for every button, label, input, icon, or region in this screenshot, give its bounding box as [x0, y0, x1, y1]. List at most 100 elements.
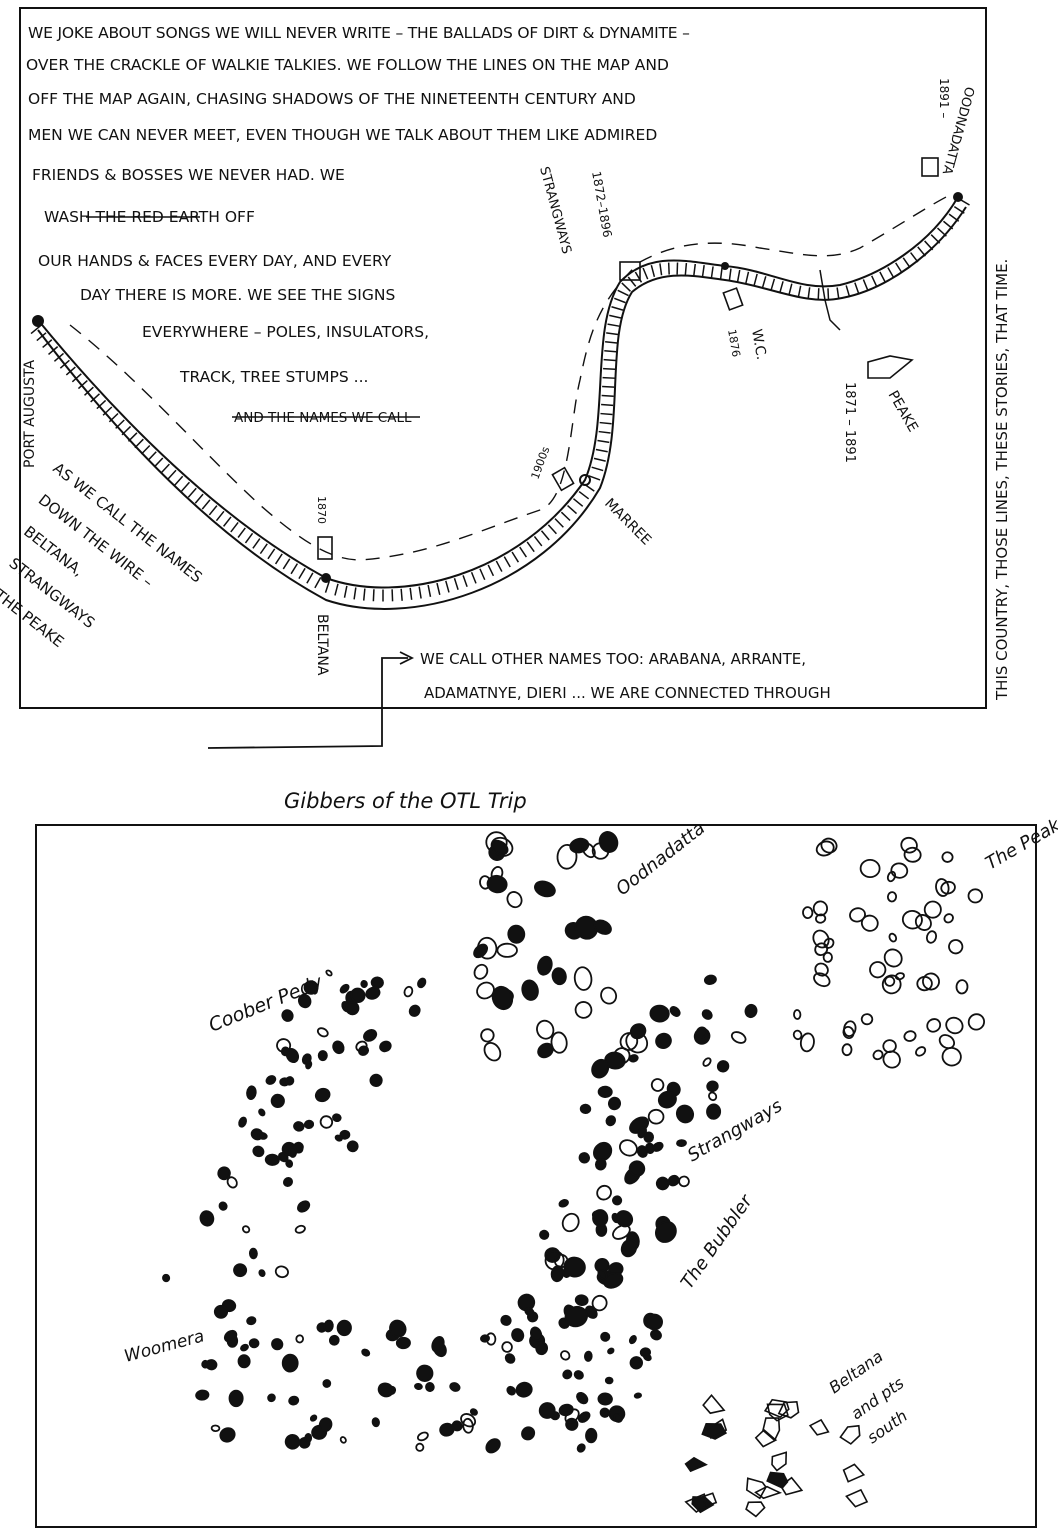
- gibber-stone: [362, 1028, 378, 1043]
- gibber-stone: [319, 1051, 327, 1060]
- gibber-stone: [669, 1005, 682, 1018]
- pointer-arrow-line: [208, 658, 408, 748]
- gibber-stone: [162, 1274, 170, 1282]
- gibber-stone: [378, 1040, 392, 1054]
- gibber-stone: [346, 1139, 360, 1153]
- gibber-stone: [644, 1132, 654, 1142]
- gibber-stone: [917, 976, 933, 991]
- gibber-stone: [895, 972, 905, 980]
- gibber-stone: [586, 1429, 597, 1443]
- gibber-stone: [594, 1183, 614, 1202]
- beltana-building-icon: [318, 537, 332, 559]
- gibber-stone: [361, 1348, 370, 1357]
- gibber-stone: [756, 1430, 776, 1447]
- gibber-stone: [479, 1027, 495, 1043]
- gibber-stone: [686, 1458, 707, 1471]
- gibber-stone: [767, 1473, 787, 1488]
- gibber-stone: [628, 1355, 644, 1371]
- gibber-stone: [397, 1338, 411, 1349]
- gibber-stone: [296, 1199, 311, 1214]
- oodnadatta-dot: [953, 192, 963, 202]
- gibber-stone: [746, 1502, 765, 1516]
- label-strangways-gibber: Strangways: [684, 1095, 786, 1166]
- label-marree-year: 1900s: [529, 445, 553, 481]
- gibber-stone: [269, 1092, 286, 1109]
- gibber-stone: [310, 1414, 318, 1422]
- gibber-stone: [585, 1351, 592, 1361]
- beltana-dot: [321, 573, 331, 583]
- gibber-stone: [377, 1381, 395, 1399]
- gibber-stone: [560, 1211, 582, 1234]
- gibber-stone: [701, 1008, 714, 1020]
- gibber-stone: [607, 1096, 621, 1111]
- gibber-stone: [417, 977, 427, 988]
- gibber-stone: [361, 980, 368, 987]
- gibber-stone: [519, 1425, 536, 1442]
- gibber-stone: [649, 1329, 662, 1342]
- gibber-stone: [486, 874, 508, 894]
- gibber-stone: [267, 1393, 277, 1403]
- label-beltana: BELTANA: [314, 614, 330, 676]
- gibber-stone: [600, 1331, 611, 1342]
- gibber-stone: [706, 1080, 718, 1092]
- gibber-stone: [233, 1263, 248, 1278]
- oodnadatta-building-icon: [922, 158, 938, 176]
- label-beltana-year: 1870: [315, 496, 328, 524]
- gibber-stone: [575, 1294, 589, 1306]
- gibber-stone: [202, 1360, 209, 1368]
- gibber-stone: [860, 859, 880, 877]
- gibber-stone: [848, 907, 866, 924]
- label-oodnadatta-gibber: Oodnadatta: [612, 818, 709, 900]
- gibber-stone: [449, 1382, 461, 1393]
- gibber-stone: [580, 1104, 590, 1113]
- gibber-stone: [371, 977, 383, 988]
- paragraph-line-10: TRACK, TREE STUMPS ...: [179, 368, 368, 386]
- gibber-stone: [884, 976, 895, 987]
- label-strangways-years: 1872–1896: [589, 170, 614, 238]
- port-augusta-dot: [32, 315, 44, 327]
- gibber-stone: [539, 1229, 550, 1240]
- gibber-stone: [218, 1201, 228, 1211]
- gibber-stone: [655, 1176, 670, 1191]
- label-marree: MARREE: [601, 496, 654, 549]
- gibber-stone: [472, 942, 490, 960]
- gibber-stone: [331, 1040, 345, 1055]
- gibber-stone: [265, 1074, 277, 1085]
- gibber-stone: [756, 1487, 780, 1499]
- gibber-stone: [238, 1355, 250, 1368]
- gibber-stone: [887, 892, 896, 902]
- gibber-stone: [246, 1086, 256, 1100]
- gibber-stone: [416, 1364, 434, 1382]
- gibber-stone: [599, 1407, 611, 1419]
- gibber-stone: [702, 1057, 712, 1067]
- label-port-augusta: PORT AUGUSTA: [22, 360, 38, 468]
- gibber-stone: [842, 1044, 852, 1055]
- gibber-stone: [270, 1337, 285, 1352]
- gibber-stone: [305, 1434, 311, 1442]
- gibber-stone: [535, 1342, 548, 1355]
- gibber-stone: [942, 852, 954, 863]
- paragraph-line-9: EVERYWHERE – POLES, INSULATORS,: [142, 323, 429, 341]
- gibber-stone: [703, 1395, 724, 1413]
- other-names-line-2: ADAMATNYE, DIERI ... WE ARE CONNECTED TH…: [424, 684, 831, 702]
- gibber-stone: [332, 1113, 341, 1122]
- gibber-stone: [573, 1370, 584, 1381]
- gibber-stone: [860, 914, 880, 933]
- gibber-stone: [280, 1008, 294, 1023]
- gibber-stone: [634, 1393, 641, 1398]
- gibber-stone: [510, 1327, 525, 1343]
- wc-building-icon: [723, 288, 742, 310]
- gibber-stone: [250, 1248, 258, 1258]
- label-wc-year: 1876: [725, 328, 743, 358]
- gibber-stone: [772, 1452, 786, 1470]
- gibber-stone: [947, 938, 964, 955]
- gibber-stone: [956, 980, 968, 994]
- gibber-stone: [576, 1443, 586, 1453]
- gibber-stone: [506, 1385, 517, 1396]
- gibber-stone: [605, 1115, 617, 1127]
- gibber-stone: [370, 1075, 382, 1087]
- gibber-stone: [551, 967, 567, 986]
- gibber-stone: [417, 1431, 430, 1442]
- gibber-stone: [293, 1121, 304, 1132]
